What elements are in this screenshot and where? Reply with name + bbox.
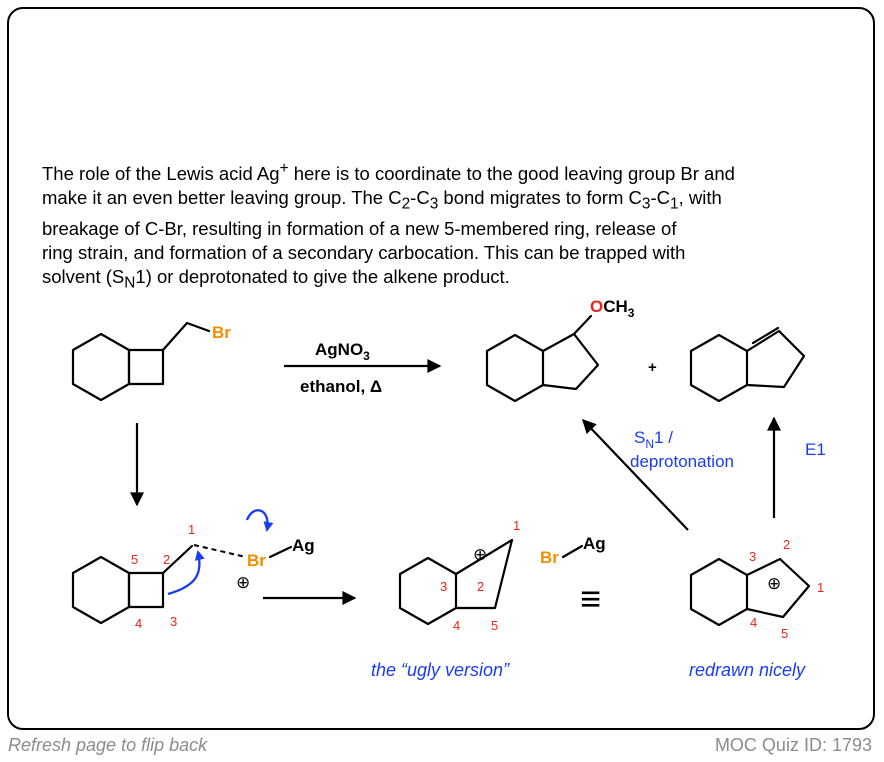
explanation-text: The role of the Lewis acid Ag+ here is t… — [42, 157, 872, 296]
ether-five-ring-bonds — [541, 332, 600, 391]
methoxy-label: OCH3 — [590, 297, 635, 320]
redrawn-caption: redrawn nicely — [689, 660, 806, 680]
complex-six-ring-bonds — [71, 555, 131, 625]
plus-sign: + — [648, 359, 657, 376]
cyclobutane-ring-bonds — [127, 348, 165, 386]
ugly-label-c2: 2 — [477, 579, 484, 594]
redrawn-carbocation-charge: ⊕ — [767, 574, 781, 593]
ether-six-ring-bonds — [485, 333, 545, 403]
ugly-carbocation-charge: ⊕ — [473, 545, 487, 564]
e1-label: E1 — [805, 440, 826, 459]
ugly-version-caption: the “ugly version” — [371, 660, 510, 680]
redrawn-label-c5: 5 — [781, 626, 788, 641]
ugly-label-c1: 1 — [513, 518, 520, 533]
explanation-line-3: breakage of C-Br, resulting in formation… — [42, 217, 677, 239]
ugly-five-ring-bonds — [454, 538, 514, 610]
silver-complex-intermediate: Br Ag ⊕ 1 2 3 4 5 — [71, 509, 315, 631]
bromine-label: Br — [212, 323, 231, 342]
br-ag-bond — [268, 545, 293, 559]
reaction-scheme: Br AgNO3 ethanol, Δ OCH3 + Br Ag ⊕ 1 2 3 — [71, 297, 826, 680]
label-c5: 5 — [131, 552, 138, 567]
flip-back-hint: Refresh page to flip back — [8, 735, 208, 755]
six-membered-ring-bonds — [71, 332, 131, 402]
redrawn-label-c1: 1 — [817, 580, 824, 595]
arrow-ag-to-br — [245, 509, 274, 532]
redrawn-structure: ⊕ 1 2 3 4 5 — [689, 537, 824, 641]
alkene-five-ring-bonds — [745, 329, 806, 389]
ugly-br-ag-bond — [561, 544, 584, 559]
quiz-card[interactable]: The role of the Lewis acid Ag+ here is t… — [7, 7, 875, 730]
alkene-product — [689, 326, 806, 403]
ch2br-bond — [161, 321, 211, 352]
starting-material: Br — [71, 321, 231, 402]
redrawn-label-c3: 3 — [749, 549, 756, 564]
alkene-double-bond — [751, 326, 780, 345]
redrawn-six-ring-bonds — [689, 557, 749, 627]
ether-product: OCH3 — [485, 297, 635, 403]
sn1-arrow — [582, 418, 689, 531]
c-o-bond — [572, 314, 593, 336]
explanation-line-4: ring strain, and formation of a secondar… — [42, 241, 686, 263]
ugly-label-c5: 5 — [491, 618, 498, 633]
sn1-label: SN1 / — [634, 428, 673, 451]
label-c4: 4 — [135, 616, 142, 631]
label-c2: 2 — [163, 552, 170, 567]
label-c3: 3 — [170, 614, 177, 629]
explanation-line-5: solvent (SN1) or deprotonated to give th… — [42, 265, 510, 292]
bromine-positive-charge: ⊕ — [236, 573, 250, 592]
redrawn-label-c2: 2 — [783, 537, 790, 552]
alkene-six-ring-bonds — [689, 333, 749, 403]
complex-silver-label: Ag — [292, 536, 315, 555]
ugly-bromine-label: Br — [540, 548, 559, 567]
complex-bromine-label: Br — [247, 551, 266, 570]
complex-four-ring-bonds — [127, 571, 165, 609]
arrow-bond-migration — [167, 550, 205, 596]
ugly-label-c3: 3 — [440, 579, 447, 594]
ugly-label-c4: 4 — [453, 618, 460, 633]
redrawn-five-ring-bonds — [745, 557, 811, 619]
label-c1: 1 — [188, 522, 195, 537]
c-br-dashed-bond — [193, 544, 247, 558]
reagent-agno3: AgNO3 — [315, 340, 370, 363]
redrawn-label-c4: 4 — [750, 615, 757, 630]
ugly-six-ring-bonds — [398, 556, 458, 626]
reaction-arrow-group: AgNO3 ethanol, Δ — [284, 340, 442, 396]
reagent-conditions: ethanol, Δ — [300, 377, 382, 396]
deprotonation-label: deprotonation — [630, 452, 734, 471]
explanation-line-2: make it an even better leaving group. Th… — [42, 187, 722, 213]
ugly-version-structure: ⊕ 1 2 3 4 5 Br Ag — [398, 518, 606, 633]
explanation-line-1: The role of the Lewis acid Ag+ here is t… — [42, 160, 735, 185]
ugly-silver-label: Ag — [583, 534, 606, 553]
c2-c1-bond — [161, 544, 194, 575]
equivalence-sign: ≡ — [580, 578, 601, 619]
quiz-id: MOC Quiz ID: 1793 — [714, 735, 872, 755]
